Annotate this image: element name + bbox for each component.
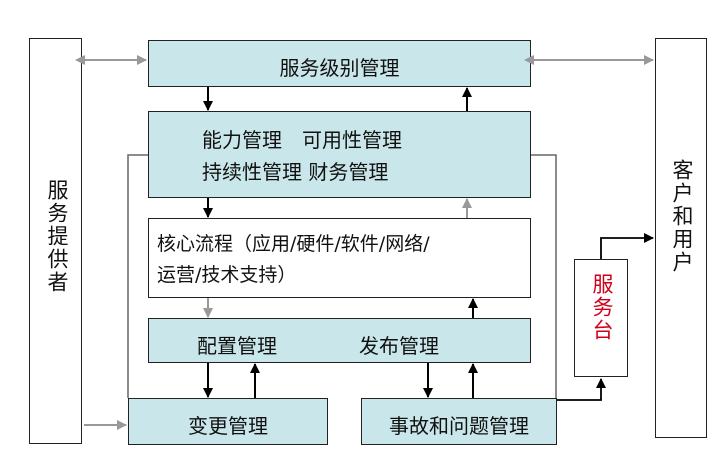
capacity-availability-box: 能力管理 可用性管理 持续性管理 财务管理 [148,111,531,198]
service-desk-label: 服务台 [590,273,614,342]
capacity-availability-line: 能力管理 可用性管理 [202,128,402,152]
core-process-line1: 核心流程（应用/硬件/软件/网络/ [157,233,430,255]
service-level-management-label: 服务级别管理 [279,56,400,80]
change-management-label: 变更管理 [188,414,268,438]
continuity-finance-line: 持续性管理 财务管理 [202,160,389,184]
core-process-line2: 运营/技术支持） [157,264,297,286]
change-management-box: 变更管理 [128,398,328,445]
customer-user-label: 客户和用户 [670,159,694,274]
loop-left [127,154,148,398]
incident-problem-label: 事故和问题管理 [389,414,529,438]
configuration-management-label: 配置管理 [197,334,277,358]
customer-user-box: 客户和用户 [655,38,707,438]
service-desk-box: 服务台 [574,259,628,377]
service-provider-label: 服务提供者 [45,179,69,294]
incident-problem-box: 事故和问题管理 [361,398,557,445]
core-process-box: 核心流程（应用/硬件/软件/网络/ 运营/技术支持） [148,218,531,298]
config-release-box: 配置管理 发布管理 [148,318,531,363]
arrow-servicedesk-customer [600,233,654,259]
arrow-incident-servicedesk [557,378,606,401]
service-level-management-box: 服务级别管理 [148,40,531,87]
loop-right [531,154,557,398]
service-provider-box: 服务提供者 [29,38,82,444]
release-management-label: 发布管理 [359,334,439,358]
